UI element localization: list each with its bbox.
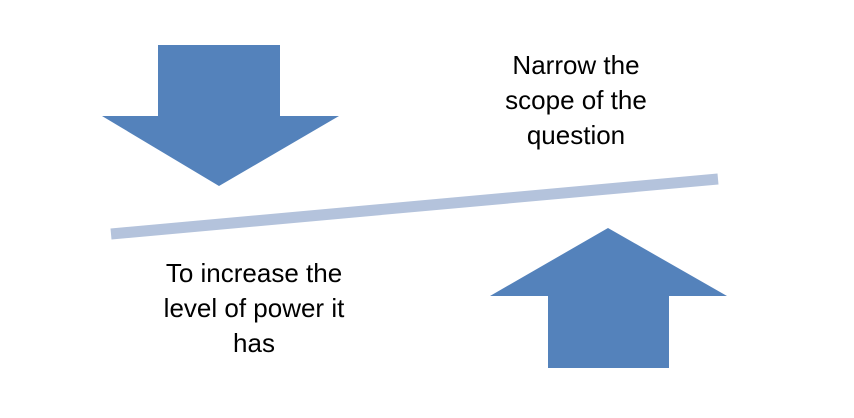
up-arrow-icon bbox=[490, 228, 727, 368]
label-line: question bbox=[526, 120, 626, 150]
label-line: has bbox=[233, 328, 275, 358]
narrow-scope-label: Narrow the scope of the question bbox=[462, 48, 690, 153]
label-line: level of power it bbox=[163, 293, 345, 323]
label-line: Narrow the bbox=[512, 50, 640, 80]
increase-power-label: To increase the level of power it has bbox=[128, 256, 380, 361]
down-arrow-icon bbox=[102, 45, 339, 186]
balance-bar bbox=[110, 173, 719, 240]
label-line: To increase the bbox=[165, 258, 343, 288]
label-line: scope of the bbox=[505, 85, 647, 115]
